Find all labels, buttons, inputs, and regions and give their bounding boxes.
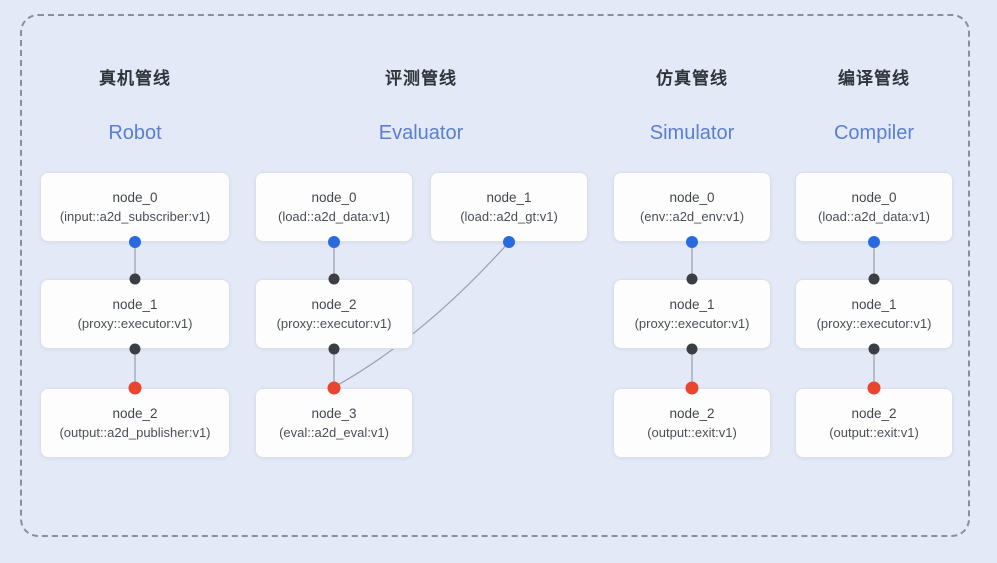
node-name: node_1	[112, 296, 158, 312]
evaluator-node-2: node_2 (proxy::executor:v1)	[255, 279, 413, 349]
output-port-dot	[686, 343, 698, 355]
output-port-dot	[686, 236, 698, 248]
node-name: node_1	[669, 296, 715, 312]
node-name: node_0	[311, 189, 357, 205]
evaluator-node-3: node_3 (eval::a2d_eval:v1)	[255, 388, 413, 458]
input-port-dot	[685, 381, 699, 395]
output-port-dot	[868, 343, 880, 355]
node-type: (output::exit:v1)	[647, 424, 737, 440]
compiler-node-1: node_1 (proxy::executor:v1)	[795, 279, 953, 349]
output-port-dot	[129, 236, 141, 248]
node-type: (input::a2d_subscriber:v1)	[59, 208, 211, 224]
node-type: (output::exit:v1)	[829, 424, 919, 440]
input-port-dot	[867, 381, 881, 395]
node-type: (load::a2d_gt:v1)	[460, 208, 558, 224]
node-type: (proxy::executor:v1)	[634, 315, 750, 331]
output-port-dot	[503, 236, 515, 248]
node-name: node_0	[669, 189, 715, 205]
curved-edge-evaluator-node1-node3	[335, 241, 510, 387]
node-name: node_2	[851, 405, 897, 421]
zh-title-compiler: 编译管线	[838, 69, 910, 88]
en-title-evaluator: Evaluator	[378, 122, 464, 144]
simulator-node-0: node_0 (env::a2d_env:v1)	[613, 172, 771, 242]
robot-node-1: node_1 (proxy::executor:v1)	[40, 279, 230, 349]
output-port-dot	[328, 343, 340, 355]
node-type: (proxy::executor:v1)	[816, 315, 932, 331]
compiler-node-0: node_0 (load::a2d_data:v1)	[795, 172, 953, 242]
input-port-dot	[868, 273, 880, 285]
compiler-node-2: node_2 (output::exit:v1)	[795, 388, 953, 458]
en-title-simulator: Simulator	[649, 122, 735, 144]
evaluator-node-1: node_1 (load::a2d_gt:v1)	[430, 172, 588, 242]
node-type: (proxy::executor:v1)	[276, 315, 392, 331]
input-port-dot	[129, 273, 141, 285]
input-port-dot	[686, 273, 698, 285]
node-type: (load::a2d_data:v1)	[817, 208, 931, 224]
zh-title-simulator: 仿真管线	[656, 69, 728, 88]
output-port-dot	[868, 236, 880, 248]
output-port-dot	[328, 236, 340, 248]
evaluator-node-0: node_0 (load::a2d_data:v1)	[255, 172, 413, 242]
node-name: node_0	[112, 189, 158, 205]
node-type: (proxy::executor:v1)	[77, 315, 193, 331]
input-port-dot	[128, 381, 142, 395]
node-name: node_0	[851, 189, 897, 205]
zh-title-robot: 真机管线	[99, 69, 171, 88]
node-type: (output::a2d_publisher:v1)	[59, 424, 211, 440]
input-port-dot	[327, 381, 341, 395]
node-name: node_2	[112, 405, 158, 421]
dashed-border-frame	[20, 14, 970, 537]
node-name: node_2	[669, 405, 715, 421]
node-name: node_3	[311, 405, 357, 421]
robot-node-2: node_2 (output::a2d_publisher:v1)	[40, 388, 230, 458]
en-title-compiler: Compiler	[833, 122, 915, 144]
node-name: node_1	[486, 189, 532, 205]
en-title-robot: Robot	[108, 122, 162, 144]
input-port-dot	[328, 273, 340, 285]
node-name: node_2	[311, 296, 357, 312]
zh-title-evaluator: 评测管线	[385, 69, 457, 88]
straight-edge-lines	[134, 242, 875, 388]
node-name: node_1	[851, 296, 897, 312]
robot-node-0: node_0 (input::a2d_subscriber:v1)	[40, 172, 230, 242]
simulator-node-1: node_1 (proxy::executor:v1)	[613, 279, 771, 349]
simulator-node-2: node_2 (output::exit:v1)	[613, 388, 771, 458]
output-port-dot	[129, 343, 141, 355]
node-type: (load::a2d_data:v1)	[277, 208, 391, 224]
node-type: (eval::a2d_eval:v1)	[279, 424, 389, 440]
node-type: (env::a2d_env:v1)	[639, 208, 745, 224]
